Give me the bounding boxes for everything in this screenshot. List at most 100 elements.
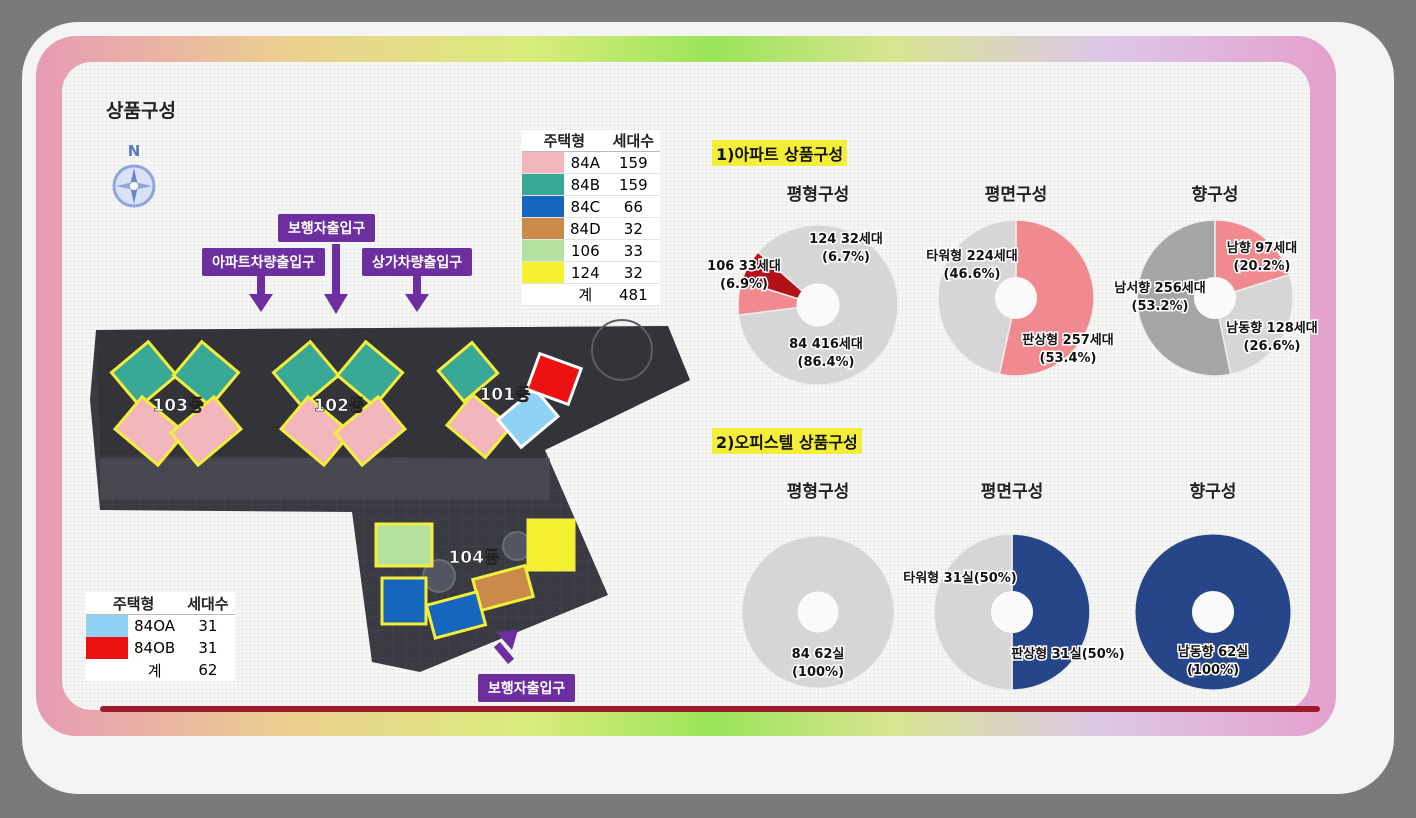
pie-slice-남향 — [1214, 219, 1291, 300]
slice-percent: (6.7%) — [822, 250, 870, 265]
pie-slice-남서향 — [1136, 219, 1232, 377]
building-103 — [109, 339, 244, 468]
legend-swatch — [522, 283, 564, 306]
pie-slice-타워형 — [937, 219, 1017, 376]
legend-swatch — [86, 614, 128, 637]
legend-count: 159 — [606, 173, 661, 196]
legend-swatch — [86, 637, 128, 659]
donut-hole — [994, 276, 1038, 320]
building-label-102: 102동 — [313, 396, 364, 416]
legend-header-type: 주택형 — [522, 130, 607, 152]
retail-vehicle-entrance-badge: 상가차량출입구 — [362, 248, 473, 276]
pie-slice-124 — [740, 251, 819, 306]
chart-title: 향구성 — [1192, 184, 1239, 205]
legend-header-count: 세대수 — [606, 130, 661, 152]
pedestrian-entrance-bottom-badge: 보행자출입구 — [478, 674, 576, 702]
slice-percent: (6.9%) — [720, 277, 768, 292]
slice-percent: (46.6%) — [944, 267, 1001, 282]
legend-count: 66 — [606, 195, 661, 218]
legend-count: 33 — [606, 239, 661, 262]
slice-label: 남향 97세대 — [1227, 240, 1297, 256]
slice-label: 124 32세대 — [809, 232, 883, 247]
pie-chart-1: 평형구성 84 416세대 (86.4%) 106 33세대 (6.9%) 124 32세… — [706, 184, 899, 386]
legend-header-count: 세대수 — [181, 592, 235, 615]
building-label-104: 104동 — [448, 548, 499, 568]
legend-type: 84B — [564, 173, 607, 196]
legend-swatch — [522, 151, 564, 174]
legend-type: 계 — [564, 283, 607, 306]
slice-label: 남동향 62실 — [1178, 644, 1248, 660]
building-102 — [271, 339, 408, 468]
chart-title: 평면구성 — [981, 482, 1044, 502]
donut-hole — [1193, 276, 1237, 320]
legend-type: 106 — [564, 239, 607, 262]
section-title-officetel: 2)오피스텔 상품구성 — [712, 428, 862, 454]
legend-bottom-row: 계 62 — [86, 659, 235, 681]
slice-percent: (86.4%) — [798, 355, 855, 370]
building-104 — [374, 518, 576, 640]
building-101 — [436, 340, 584, 460]
slice-label: 판상형 31실(50%) — [1011, 646, 1124, 662]
legend-count: 62 — [198, 661, 218, 679]
legend-type: 84A — [564, 151, 607, 174]
legend-count: 31 — [198, 617, 218, 635]
pedestrian-entrance-top-badge: 보행자출입구 — [278, 214, 376, 242]
slice-percent: (100%) — [1187, 663, 1239, 678]
legend-swatch — [522, 195, 564, 218]
chart-title: 평형구성 — [787, 184, 850, 205]
legend-type: 84OB — [134, 639, 176, 657]
legend-swatch — [522, 217, 564, 240]
legend-swatch — [522, 173, 564, 196]
slice-percent: (20.2%) — [1234, 259, 1291, 274]
legend-type: 84D — [564, 217, 607, 240]
building-label-101: 101동 — [479, 385, 530, 405]
page-title: 상품구성 — [106, 100, 176, 122]
legend-count: 32 — [606, 261, 661, 284]
slice-label: 타워형 31실(50%) — [903, 570, 1016, 586]
chart-title: 평형구성 — [787, 481, 850, 502]
slice-label: 106 33세대 — [707, 259, 781, 274]
legend-swatch — [522, 239, 564, 262]
bottom-rule — [100, 706, 1320, 712]
legend-type: 84OA — [134, 617, 176, 635]
legend-count: 159 — [606, 151, 661, 174]
slice-percent: (53.4%) — [1040, 351, 1097, 366]
legend-count: 31 — [198, 639, 218, 657]
slice-label: 판상형 257세대 — [1022, 332, 1113, 348]
donut-hole — [1191, 590, 1235, 634]
slice-label: 84 416세대 — [789, 337, 863, 352]
donut-hole — [797, 591, 839, 633]
slice-percent: (53.2%) — [1132, 299, 1189, 314]
section-title-apartment: 1)아파트 상품구성 — [712, 140, 848, 166]
legend-header-type: 주택형 — [86, 592, 182, 615]
slice-label: 남동향 128세대 — [1226, 320, 1317, 336]
legend-swatch — [522, 261, 564, 284]
compass-icon: N — [112, 142, 156, 208]
officetel-type-legend: 주택형 세대수 84OA 31 84OB 31 계 62 — [86, 592, 235, 681]
compass-label: N — [128, 142, 141, 160]
pie-chart-4: 평형구성 84 62실 (100%) — [741, 481, 895, 689]
chart-title: 향구성 — [1190, 481, 1237, 502]
legend-bottom-row: 84OB 31 — [86, 637, 235, 659]
legend-count: 32 — [606, 217, 661, 240]
legend-type: 계 — [147, 661, 162, 680]
legend-count: 481 — [606, 283, 661, 306]
entrance-arrows — [249, 244, 518, 664]
slice-label: 남서향 256세대 — [1114, 280, 1205, 296]
slice-percent: (100%) — [792, 665, 844, 680]
slice-label: 84 62실 — [792, 646, 845, 662]
pie-slice-판상형 — [998, 219, 1095, 377]
legend-bottom-row: 84OA 31 — [86, 614, 235, 637]
slice-percent: (26.6%) — [1244, 339, 1301, 354]
